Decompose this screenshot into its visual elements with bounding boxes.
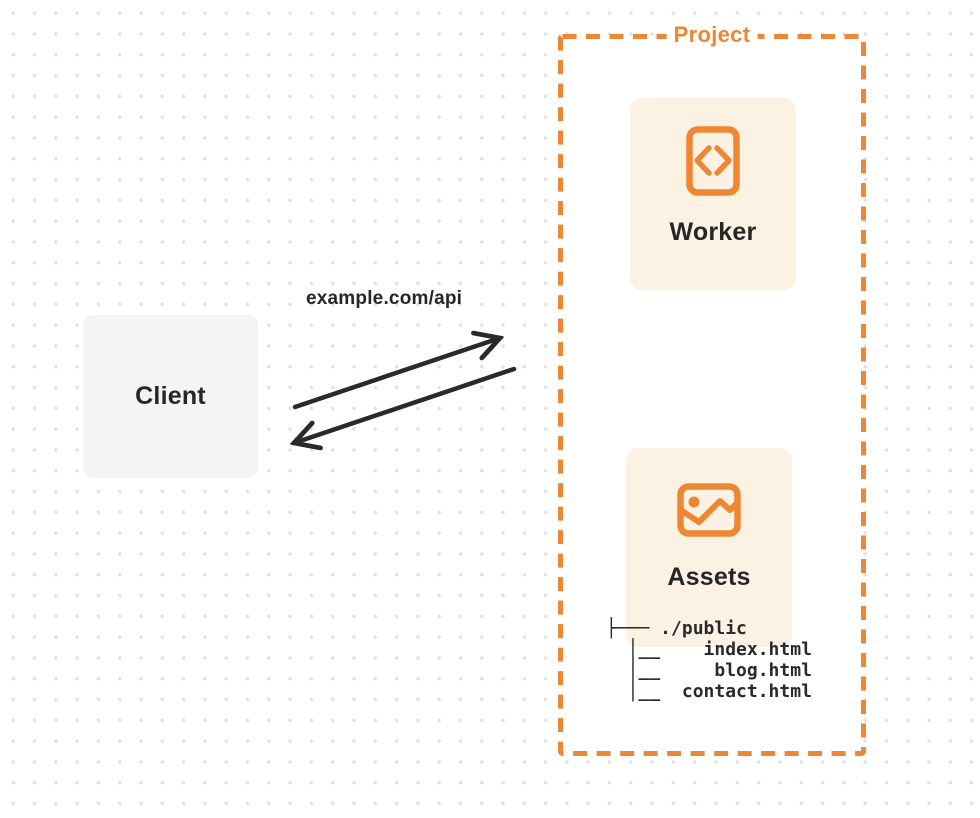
response-arrow [294,366,517,443]
image-icon [677,483,741,537]
assets-node: Assets [626,448,792,647]
worker-node: Worker [630,98,796,290]
worker-label: Worker [669,218,757,246]
assets-label: Assets [667,563,751,591]
request-url-label: example.com/api [306,288,463,309]
project-label: Project [666,22,758,48]
client-node: Client [83,315,258,478]
request-arrow [292,338,500,410]
code-file-icon [686,126,740,196]
project-boundary: Project Worker Assets ├─── ./public │__ … [558,22,866,756]
public-file-tree: ├─── ./public │__ index.html │__ blog.ht… [606,618,812,702]
client-label: Client [135,382,206,410]
request-response-arrows [278,325,517,459]
